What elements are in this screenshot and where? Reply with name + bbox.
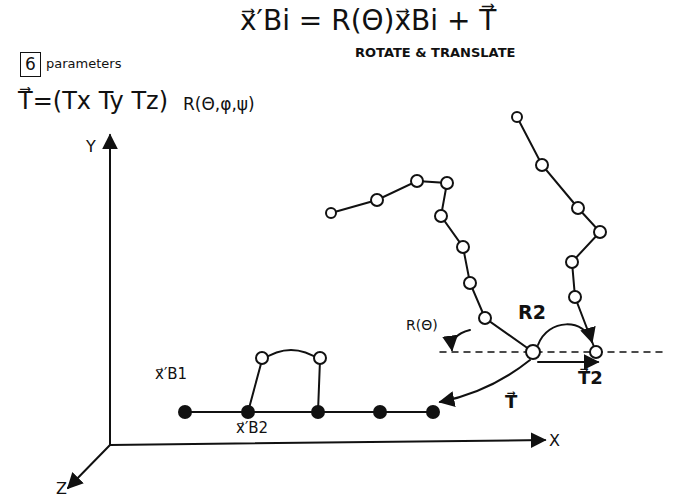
rotate2-arrow	[538, 324, 592, 345]
rotate-arrow	[452, 330, 470, 350]
boxed-number: 6	[20, 52, 41, 77]
translation-label: T⃗2	[578, 368, 603, 388]
rotation-label: R(Θ)	[406, 318, 438, 333]
point-label: x⃗′B2	[236, 420, 268, 437]
node-text: 6	[25, 55, 36, 74]
label-formula: T⃗=(Tx Ty Tz)	[18, 88, 168, 114]
rotation-label: R2	[518, 302, 546, 323]
label-caption: ROTATE & TRANSLATE	[355, 46, 515, 60]
chain-right	[517, 117, 600, 352]
axis-label: Y	[86, 138, 96, 156]
chain-bottom	[185, 411, 433, 413]
x-axis	[110, 440, 545, 445]
label-note: parameters	[46, 57, 121, 71]
atom-circles	[256, 112, 606, 364]
reference-line	[440, 351, 665, 353]
axis-label: X	[549, 432, 560, 450]
axis-label: Z	[56, 480, 67, 498]
z-axis	[68, 445, 110, 488]
y-axis	[109, 135, 111, 445]
chain-middle	[331, 181, 533, 352]
label-equation: x⃗′Bi = R(Θ)x⃗Bi + T⃗	[240, 6, 496, 37]
chain-branch	[248, 350, 320, 412]
translate2-arrow	[538, 361, 598, 363]
point-label: x⃗′B1	[155, 366, 187, 383]
translation-label: T⃗	[505, 392, 517, 412]
atom-dots	[178, 405, 440, 419]
label-formula: R(Θ,φ,ψ)	[183, 95, 255, 114]
